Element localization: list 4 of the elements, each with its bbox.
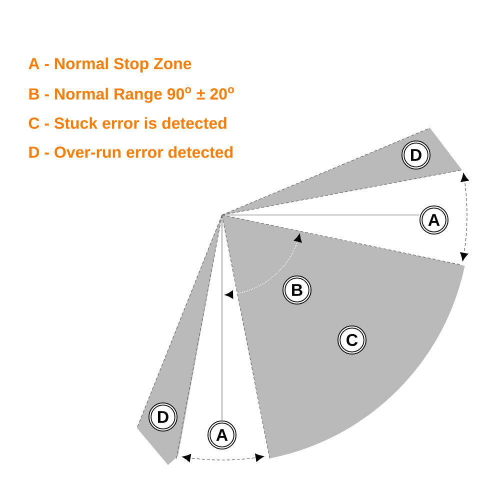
legend-text: D - Over-run error detected: [29, 146, 232, 158]
legend-text: A - Normal Stop Zone: [28, 58, 192, 72]
legend-text: C - Stuck error is detected: [28, 117, 226, 129]
legend-text: B - Normal Range 90$^{o}$ ± 20$^{o}$: [29, 87, 234, 103]
